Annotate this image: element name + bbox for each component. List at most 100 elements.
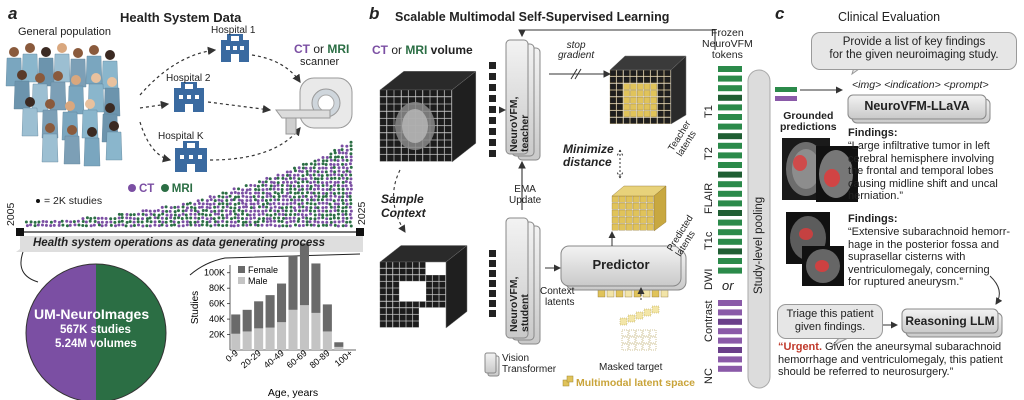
teacher-model-stack: [505, 39, 541, 161]
reasoning-llm-label: Reasoning LLM: [905, 314, 995, 328]
y-tick-label: 80K: [209, 283, 225, 293]
bar-male: [265, 327, 275, 350]
study-level-pooling-label: Study-level pooling: [753, 196, 765, 294]
x-tick-label: 40-49: [262, 348, 286, 370]
token-columns: [718, 66, 742, 372]
ct-label-nc: NC: [703, 368, 715, 384]
teacher-input-volume: [379, 62, 496, 163]
y-tick-label: 100K: [204, 268, 225, 278]
input-volume-label: CT or MRI volume: [372, 43, 473, 57]
pie-title: UM-NeuroImages: [34, 306, 150, 322]
dot-legend: = 2K studies: [36, 195, 102, 207]
bar-female: [311, 263, 321, 313]
findings-1-title: Findings:: [848, 127, 898, 139]
student-model-label: NeuroVFM, student: [508, 276, 531, 332]
sequence-label-flair: FLAIR: [703, 182, 715, 214]
bar-male: [242, 331, 252, 350]
urgent-response-text: “Urgent. Given the aneursymal subarachno…: [778, 341, 1003, 379]
y-tick-label: 20K: [209, 330, 225, 340]
hospital-k-label: Hospital K: [158, 131, 204, 142]
hospital-2-label: Hospital 2: [166, 73, 211, 84]
stop-gradient-arrow: [518, 29, 716, 80]
y-tick-label: 60K: [209, 299, 225, 309]
bar-female: [277, 283, 287, 323]
study-level-pooling-bar: [747, 69, 771, 389]
brain-mri-scan-image: [782, 138, 858, 202]
latent-blocks: [597, 55, 687, 351]
llava-label: NeuroVFM-LLaVA: [864, 99, 970, 113]
population-people-group: [5, 43, 123, 167]
bar-female: [299, 243, 309, 306]
hospital-icon: [175, 141, 207, 172]
latent-space-label: Multimodal latent space: [576, 377, 696, 389]
triage-bubble: Triage this patient given findings.: [777, 304, 883, 339]
legend-male: Male: [248, 276, 268, 286]
bar-female: [334, 342, 344, 347]
bar-male: [231, 333, 241, 350]
pie-volumes: 5.24M volumes: [55, 338, 137, 350]
bar-female: [265, 295, 275, 328]
hospital-1-label: Hospital 1: [211, 25, 256, 36]
prompt-bubble: Provide a list of key findings for the g…: [811, 32, 1017, 70]
grounded-predictions-label: Grounded predictions: [780, 110, 837, 133]
y-axis-label: Studies: [190, 291, 201, 324]
sample-context-arrow: [393, 169, 406, 233]
sequence-label-t2: T2: [703, 147, 715, 160]
x-tick-label: 100+: [333, 348, 355, 369]
study-dot-histogram: [24, 140, 353, 228]
pie-chart: [25, 263, 167, 400]
predictor-box: [560, 245, 687, 291]
scanner-modality-label: CT or MRI: [294, 42, 350, 56]
ema-update-label: EMA Update: [509, 184, 542, 206]
masked-target-label: Masked target: [599, 362, 663, 373]
vision-transformer-legend-icon: [484, 352, 500, 377]
reasoning-llm-stack: [901, 308, 1003, 338]
bar-female: [322, 304, 332, 332]
bar-female: [242, 309, 252, 332]
bar-female: [254, 301, 264, 329]
llava-model-stack: [847, 94, 991, 124]
sample-context-label: Sample Context: [381, 192, 426, 220]
or-label: or: [722, 278, 734, 293]
findings-2-title: Findings:: [848, 213, 898, 225]
bar-male: [311, 312, 321, 350]
bar-female: [231, 314, 241, 334]
data-flow-arrows: [139, 46, 301, 163]
findings-2-text: “Extensive subarachnoid hemorr- hage in …: [848, 226, 1011, 289]
teacher-model-label: NeuroVFM, teacher: [508, 96, 531, 152]
frozen-tokens-label: Frozen NeuroVFM tokens: [702, 27, 753, 61]
legend-female: Female: [248, 265, 278, 275]
bar-male: [288, 309, 298, 350]
x-tick-label: 60-69: [285, 348, 309, 370]
year-end-label: 2025: [356, 201, 368, 225]
ct-label-contrast: Contrast: [703, 300, 715, 342]
latent-space-legend-icon: [562, 375, 574, 387]
timeline-banner: Health system operations as data generat…: [33, 237, 326, 249]
sequence-label-dwi: DWI: [703, 268, 715, 290]
bar-female: [288, 255, 298, 310]
panel-b-title: Scalable Multimodal Self-Supervised Lear…: [395, 10, 670, 24]
bar-male: [299, 305, 309, 350]
predictor-label: Predictor: [592, 257, 650, 272]
stop-gradient-label: stop gradient: [558, 40, 595, 61]
distance-arrow: [616, 149, 624, 179]
hospital-icon: [174, 82, 204, 112]
panel-b-letter: b: [369, 4, 380, 23]
sequence-label-t1: T1: [703, 105, 715, 118]
findings-to-reasoning-arrow: [989, 275, 1003, 305]
year-start-label: 2005: [5, 202, 17, 226]
findings-1-text: “Large infiltrative tumor in left cerebr…: [848, 140, 998, 203]
scanner-label: scanner: [300, 56, 340, 68]
student-model-stack: [505, 217, 541, 345]
panel-a-letter: a: [8, 4, 18, 23]
x-tick-label: 20-29: [239, 348, 263, 370]
pie-studies: 567K studies: [60, 324, 131, 336]
panel-c-letter: c: [775, 4, 785, 23]
bar-male: [322, 331, 332, 350]
minimize-distance-label: Minimize distance: [563, 142, 614, 169]
timeline: [16, 228, 364, 252]
bar-male: [334, 346, 344, 350]
